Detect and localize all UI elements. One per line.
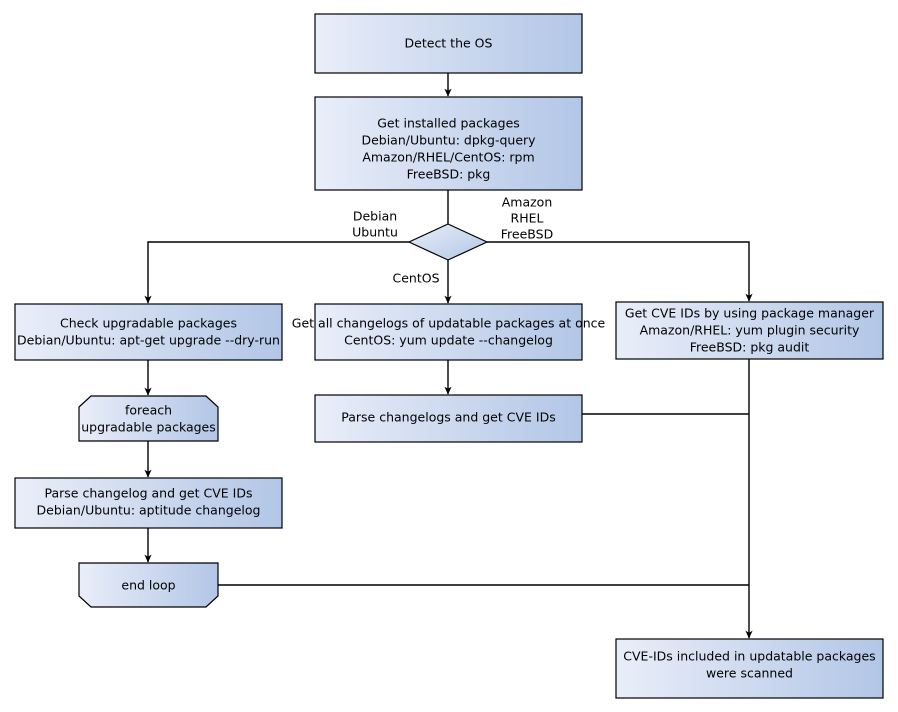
node-foreach-loop-start-line-1: upgradable packages	[81, 420, 216, 435]
node-parse-changelog-single[interactable]: Parse changelog and get CVE IDs Debian/U…	[14, 477, 283, 529]
edge-label-debian-ubuntu-line-1: Ubuntu	[352, 225, 398, 240]
node-end-loop-line-0: end loop	[121, 578, 175, 593]
node-check-upgradable-shape[interactable]	[14, 303, 283, 361]
node-get-all-changelogs[interactable]: Get all changelogs of updatable packages…	[292, 303, 606, 361]
node-scan-complete-line-0: CVE-IDs included in updatable packages	[623, 649, 875, 664]
edges-layer	[144, 73, 753, 639]
node-check-upgradable-line-0: Check upgradable packages	[60, 316, 237, 331]
node-detect-os-shape[interactable]	[314, 13, 583, 74]
node-get-installed-packages-shape[interactable]	[314, 96, 583, 191]
node-parse-changelogs-bulk-shape[interactable]	[314, 394, 583, 443]
node-detect-os[interactable]: Detect the OS	[314, 13, 583, 74]
edge-label-centos-line-0: CentOS	[392, 271, 439, 286]
node-scan-complete-line-1: were scanned	[706, 666, 793, 681]
edge-labels-layer: Debian Ubuntu Amazon RHEL FreeBSD CentOS	[352, 195, 553, 286]
node-end-loop-shape[interactable]	[78, 562, 219, 608]
edge-label-amazon-rhel-freebsd-line-2: FreeBSD	[501, 227, 553, 242]
edge-label-amazon-rhel-freebsd-line-1: RHEL	[511, 211, 544, 226]
node-parse-changelogs-bulk-line-0: Parse changelogs and get CVE IDs	[341, 410, 555, 425]
node-parse-changelogs-bulk[interactable]: Parse changelogs and get CVE IDs	[314, 394, 583, 443]
node-scan-complete-shape[interactable]	[615, 638, 884, 699]
node-get-installed-packages-line-3: FreeBSD: pkg	[407, 167, 491, 182]
node-parse-changelog-single-shape[interactable]	[14, 477, 283, 529]
node-end-loop[interactable]: end loop	[78, 562, 219, 608]
node-parse-changelog-single-line-1: Debian/Ubuntu: aptitude changelog	[37, 503, 261, 518]
node-get-cve-ids-pkgmgr[interactable]: Get CVE IDs by using package manager Ama…	[615, 301, 884, 360]
node-get-cve-ids-pkgmgr-line-1: Amazon/RHEL: yum plugin security	[640, 323, 860, 338]
node-get-installed-packages-line-1: Debian/Ubuntu: dpkg-query	[361, 133, 536, 148]
node-get-cve-ids-pkgmgr-line-0: Get CVE IDs by using package manager	[625, 306, 875, 321]
node-scan-complete[interactable]: CVE-IDs included in updatable packages w…	[615, 638, 884, 699]
node-os-decision-shape[interactable]	[407, 223, 489, 261]
node-check-upgradable[interactable]: Check upgradable packages Debian/Ubuntu:…	[14, 303, 283, 361]
node-get-installed-packages-line-0: Get installed packages	[377, 116, 520, 131]
node-check-upgradable-line-1: Debian/Ubuntu: apt-get upgrade --dry-run	[17, 333, 280, 348]
edge-label-debian-ubuntu-line-0: Debian	[353, 209, 397, 224]
node-get-installed-packages-line-2: Amazon/RHEL/CentOS: rpm	[362, 150, 534, 165]
node-os-decision[interactable]	[407, 223, 489, 261]
node-get-all-changelogs-shape[interactable]	[314, 303, 583, 361]
edge-label-amazon-rhel-freebsd: Amazon RHEL FreeBSD	[501, 195, 553, 242]
node-get-installed-packages[interactable]: Get installed packages Debian/Ubuntu: dp…	[314, 96, 583, 191]
edge-decision-to-get-cve-ids	[487, 241, 753, 302]
edge-label-centos: CentOS	[392, 271, 439, 286]
node-get-all-changelogs-line-1: CentOS: yum update --changelog	[344, 333, 553, 348]
edge-decision-to-check-upgradable	[144, 241, 409, 304]
node-get-cve-ids-pkgmgr-shape[interactable]	[615, 301, 884, 360]
node-detect-os-line-0: Detect the OS	[405, 36, 493, 51]
node-get-all-changelogs-line-0: Get all changelogs of updatable packages…	[292, 316, 606, 331]
node-foreach-loop-start-shape[interactable]	[78, 395, 219, 442]
node-parse-changelog-single-line-0: Parse changelog and get CVE IDs	[45, 486, 253, 501]
node-foreach-loop-start[interactable]: foreach upgradable packages	[78, 395, 219, 442]
edge-label-debian-ubuntu: Debian Ubuntu	[352, 209, 398, 240]
node-get-cve-ids-pkgmgr-line-2: FreeBSD: pkg audit	[690, 340, 810, 355]
node-foreach-loop-start-line-0: foreach	[125, 403, 172, 418]
edge-label-amazon-rhel-freebsd-line-0: Amazon	[502, 195, 553, 210]
